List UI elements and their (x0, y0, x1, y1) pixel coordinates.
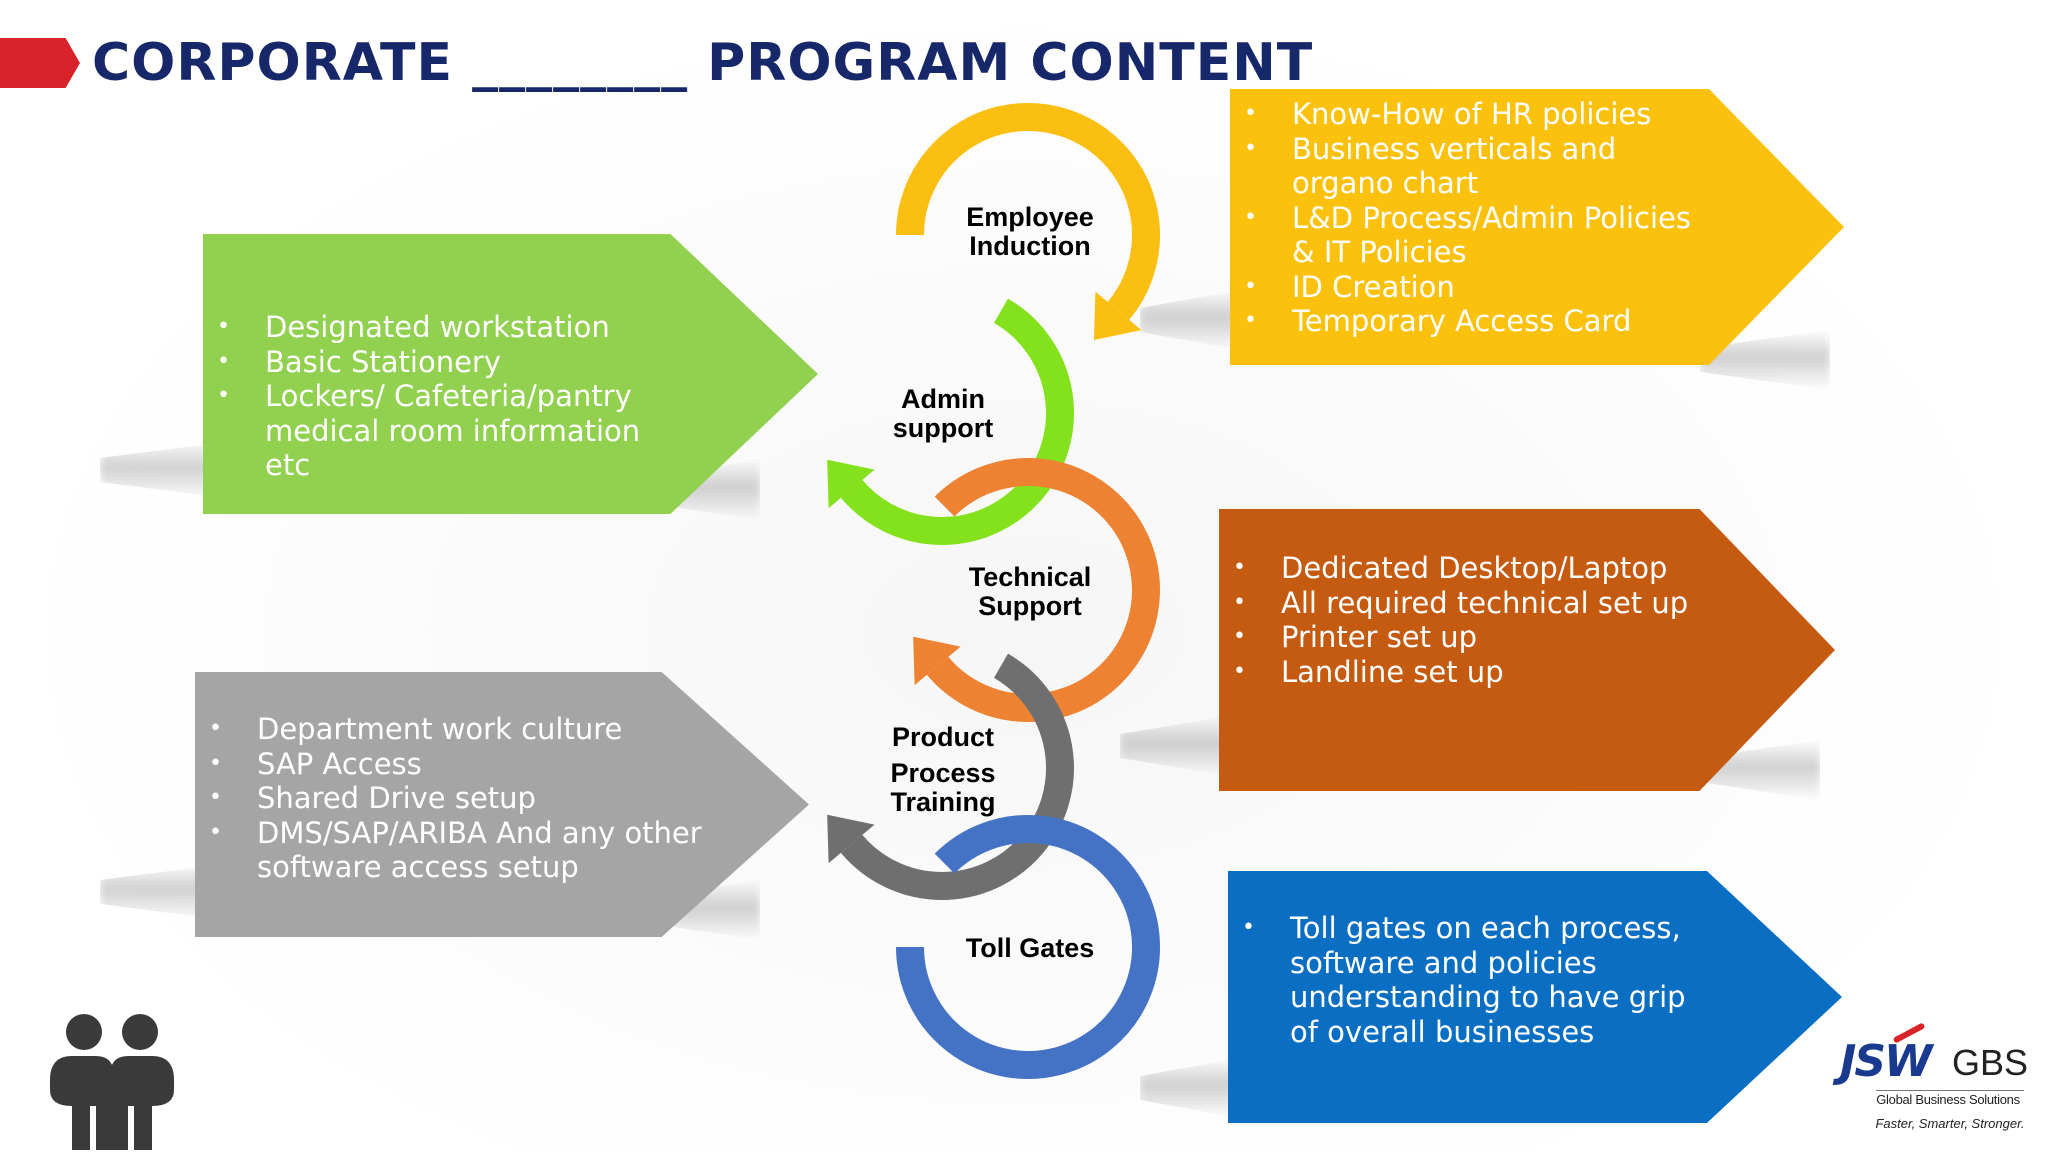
logo-unit: GBS (1952, 1042, 2029, 1083)
admin-item: Lockers/ Cafeteria/pantry medical room i… (217, 379, 687, 483)
admin-support-list: Designated workstation Basic Stationery … (217, 310, 687, 483)
product-process-training-list: Department work culture SAP Access Share… (209, 712, 709, 885)
ring-product-process-arrowhead (827, 814, 875, 864)
logo-tagline: Faster, Smarter, Stronger. (1875, 1116, 2025, 1131)
induction-item: Temporary Access Card (1244, 304, 1714, 339)
toll-gates-list: Toll gates on each process, software and… (1242, 911, 1722, 1049)
induction-item: L&D Process/Admin Policies & IT Policies (1244, 201, 1714, 270)
product-item: Department work culture (209, 712, 709, 747)
product-process-training-box: Department work culture SAP Access Share… (195, 672, 809, 937)
title-accent-arrow (0, 38, 80, 88)
product-item: DMS/SAP/ARIBA And any other software acc… (209, 816, 709, 885)
ring-product-process (840, 653, 1074, 900)
toll-item: Toll gates on each process, software and… (1242, 911, 1722, 1049)
stage-label-product-process-training: Product Process Training (838, 723, 1048, 817)
induction-item: Business verticals and organo chart (1244, 132, 1714, 201)
admin-support-box: Designated workstation Basic Stationery … (203, 234, 818, 514)
toll-gates-box: Toll gates on each process, software and… (1228, 871, 1842, 1123)
stage-label-line: Process (890, 758, 996, 788)
technical-item: All required technical set up (1233, 586, 1713, 621)
technical-support-list: Dedicated Desktop/Laptop All required te… (1233, 551, 1713, 689)
technical-item: Printer set up (1233, 620, 1713, 655)
stage-label-line: Admin (901, 384, 985, 414)
stage-label-line: Support (978, 591, 1082, 621)
product-item: SAP Access (209, 747, 709, 782)
admin-item: Designated workstation (217, 310, 687, 345)
employee-induction-list: Know-How of HR policies Business vertica… (1244, 97, 1714, 339)
stage-label-line: Toll Gates (965, 933, 1095, 963)
stage-label-line: Technical (968, 562, 1092, 592)
stage-label-line: Employee (966, 202, 1094, 232)
logo-brand: JSW (1840, 1036, 1933, 1087)
ring-toll-gates (896, 815, 1160, 1079)
stage-label-toll-gates: Toll Gates (925, 934, 1135, 963)
ring-technical-support-arrowhead (913, 636, 961, 686)
technical-item: Landline set up (1233, 655, 1713, 690)
employee-induction-box: Know-How of HR policies Business vertica… (1230, 89, 1844, 365)
stage-label-employee-induction: Employee Induction (925, 203, 1135, 261)
page-title: CORPORATE ________ PROGRAM CONTENT (92, 33, 1314, 93)
stage-label-line: Induction (969, 231, 1091, 261)
stage-label-line: support (892, 413, 994, 443)
induction-item: Know-How of HR policies (1244, 97, 1714, 132)
ring-technical-support (926, 458, 1160, 722)
technical-item: Dedicated Desktop/Laptop (1233, 551, 1713, 586)
ring-admin-support (840, 298, 1074, 545)
stage-label-technical-support: Technical Support (925, 563, 1135, 621)
stage-label-line: Product (891, 722, 994, 752)
ring-admin-support-arrowhead (827, 459, 875, 509)
induction-item: ID Creation (1244, 270, 1714, 305)
stage-label-admin-support: Admin support (838, 385, 1048, 443)
logo-subtitle: Global Business Solutions (1876, 1092, 2020, 1107)
jsw-gbs-logo: JSW GBS Global Business Solutions Faster… (1836, 1022, 2029, 1140)
logo-divider (1876, 1090, 2024, 1091)
stage-label-line: Training (890, 787, 996, 817)
ring-employee-induction (896, 103, 1160, 320)
product-item: Shared Drive setup (209, 781, 709, 816)
technical-support-box: Dedicated Desktop/Laptop All required te… (1219, 509, 1835, 791)
ring-employee-induction-arrowhead (1093, 291, 1142, 340)
people-icon (50, 1014, 174, 1150)
admin-item: Basic Stationery (217, 345, 687, 380)
